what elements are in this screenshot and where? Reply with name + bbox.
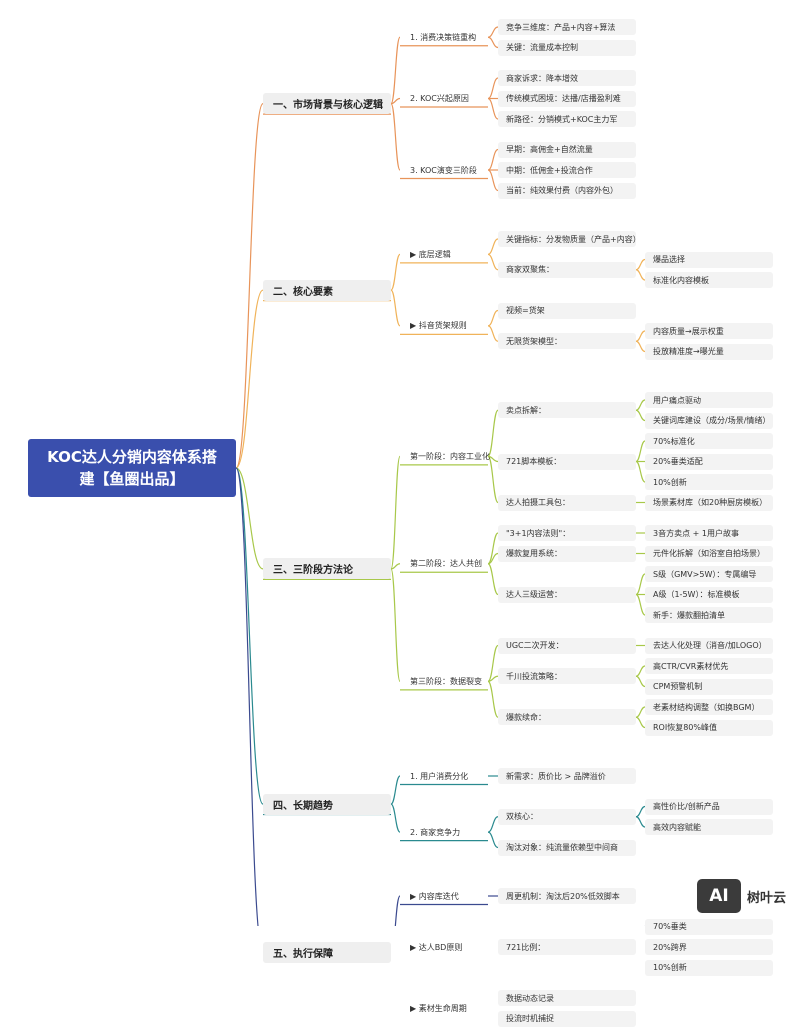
item-node: 关键：流量成本控制 — [498, 39, 636, 56]
group-node: 第二阶段：达人共创 — [410, 559, 482, 569]
group-node: 第一阶段：内容工业化 — [410, 451, 490, 461]
item-node: 达人三级运营： — [498, 586, 636, 603]
leaf-node: CPM预警机制 — [645, 678, 773, 695]
section-node: 三、三阶段方法论 — [263, 558, 391, 580]
group-node: ▶ 素材生命周期 — [410, 1003, 467, 1013]
leaf-node: 高性价比/创新产品 — [645, 798, 773, 815]
section-node: 一、市场背景与核心逻辑 — [263, 93, 391, 115]
leaf-node: 20%跨界 — [645, 939, 773, 955]
leaf-node: 标准化内容模板 — [645, 272, 773, 288]
leaf-node: 高效内容赋能 — [645, 819, 773, 835]
item-node: 爆款续命： — [498, 709, 636, 726]
item-node: 商家双聚焦： — [498, 261, 636, 278]
group-node: 第三阶段：数据裂变 — [410, 676, 482, 686]
group-node: 1. 消费决策链重构 — [410, 32, 477, 42]
leaf-node: 3音方卖点 + 1用户故事 — [645, 525, 773, 541]
leaf-node: 元件化拆解（如浴室自拍场景） — [645, 545, 773, 562]
leaf-node: 新手：爆款翻拍清单 — [645, 607, 773, 623]
group-node: ▶ 内容库迭代 — [410, 891, 459, 901]
leaf-node: ROI恢复80%峰值 — [645, 719, 773, 736]
item-node: 新需求：质价比 > 品牌溢价 — [498, 768, 636, 784]
item-node: 双核心： — [498, 808, 636, 825]
leaf-node: 老素材结构调整（如换BGM） — [645, 699, 773, 715]
item-node: 周更机制：淘汰后20%低效脚本 — [498, 888, 636, 904]
item-node: 数据动态记录 — [498, 990, 636, 1006]
leaf-node: 70%垂类 — [645, 918, 773, 935]
leaf-node: 10%创新 — [645, 474, 773, 490]
group-node: 2. 商家竞争力 — [410, 827, 461, 837]
group-node: ▶ 抖音货架规则 — [410, 321, 467, 331]
watermark: AI 树叶云 — [697, 879, 786, 913]
group-node: 1. 用户消费分化 — [410, 771, 469, 781]
watermark-logo-icon: AI — [697, 879, 741, 913]
item-node: 竞争三维度：产品+内容+算法 — [498, 19, 636, 35]
leaf-node: 内容质量→展示权重 — [645, 323, 773, 339]
root-title: KOC达人分销内容体系搭建【鱼圈出品】 — [47, 448, 217, 488]
leaf-node: 用户痛点驱动 — [645, 392, 773, 408]
leaf-node: 关键词库建设（成分/场景/情绪） — [645, 412, 773, 429]
leaf-node: 10%创新 — [645, 959, 773, 976]
root-node: KOC达人分销内容体系搭建【鱼圈出品】 — [28, 439, 236, 497]
item-node: 721比例： — [498, 939, 636, 955]
group-node: 2. KOC兴起原因 — [410, 94, 469, 103]
item-node: 无限货架模型： — [498, 333, 636, 350]
item-node: 淘汰对象：纯流量依赖型中间商 — [498, 839, 636, 856]
item-node: 投流时机捕捉 — [498, 1010, 636, 1027]
item-node: 视频=货架 — [498, 302, 636, 319]
section-node: 二、核心要素 — [263, 279, 391, 301]
item-node: 卖点拆解： — [498, 402, 636, 419]
group-node: ▶ 底层逻辑 — [410, 249, 451, 259]
leaf-node: A级（1-5W）：标准模板 — [645, 586, 773, 603]
item-node: 721脚本模板： — [498, 453, 636, 470]
item-node: 千川投流策略： — [498, 668, 636, 685]
leaf-node: 20%垂类适配 — [645, 453, 773, 470]
section-node: 五、执行保障 — [263, 941, 391, 963]
watermark-brand: 树叶云 — [747, 890, 787, 906]
item-node: 新路径：分销模式+KOC主力军 — [498, 111, 636, 127]
item-node: 商家诉求：降本增效 — [498, 70, 636, 86]
leaf-node: S级（GMV>5W）：专属编导 — [645, 566, 773, 582]
item-node: 传统模式困境：达播/店播盈利难 — [498, 90, 636, 107]
section-node: 四、长期趋势 — [263, 793, 391, 815]
leaf-node: 70%标准化 — [645, 433, 773, 449]
leaf-node: 场景素材库（如20种厨房模板） — [645, 494, 773, 511]
item-node: 早期：高佣金+自然流量 — [498, 141, 636, 158]
connector-lines — [235, 26, 646, 926]
group-node: ▶ 达人BD原则 — [410, 942, 463, 952]
leaf-node: 投放精准度→曝光量 — [645, 343, 773, 360]
item-node: 当前：纯效果付费（内容外包） — [498, 182, 636, 199]
item-node: 关键指标：分发物质量（产品+内容） — [498, 231, 641, 247]
group-node: 3. KOC演变三阶段 — [410, 165, 477, 175]
leaf-node: 去达人化处理（消音/加LOGO） — [645, 637, 773, 654]
item-node: 达人拍摄工具包： — [498, 494, 636, 511]
item-node: 中期：低佣金+投流合作 — [498, 162, 636, 178]
item-node: "3+1内容法则"： — [498, 525, 636, 541]
item-node: 爆款复用系统： — [498, 545, 636, 562]
item-node: UGC二次开发： — [498, 637, 636, 654]
leaf-node: 高CTR/CVR素材优先 — [645, 658, 773, 674]
leaf-node: 爆品选择 — [645, 251, 773, 268]
